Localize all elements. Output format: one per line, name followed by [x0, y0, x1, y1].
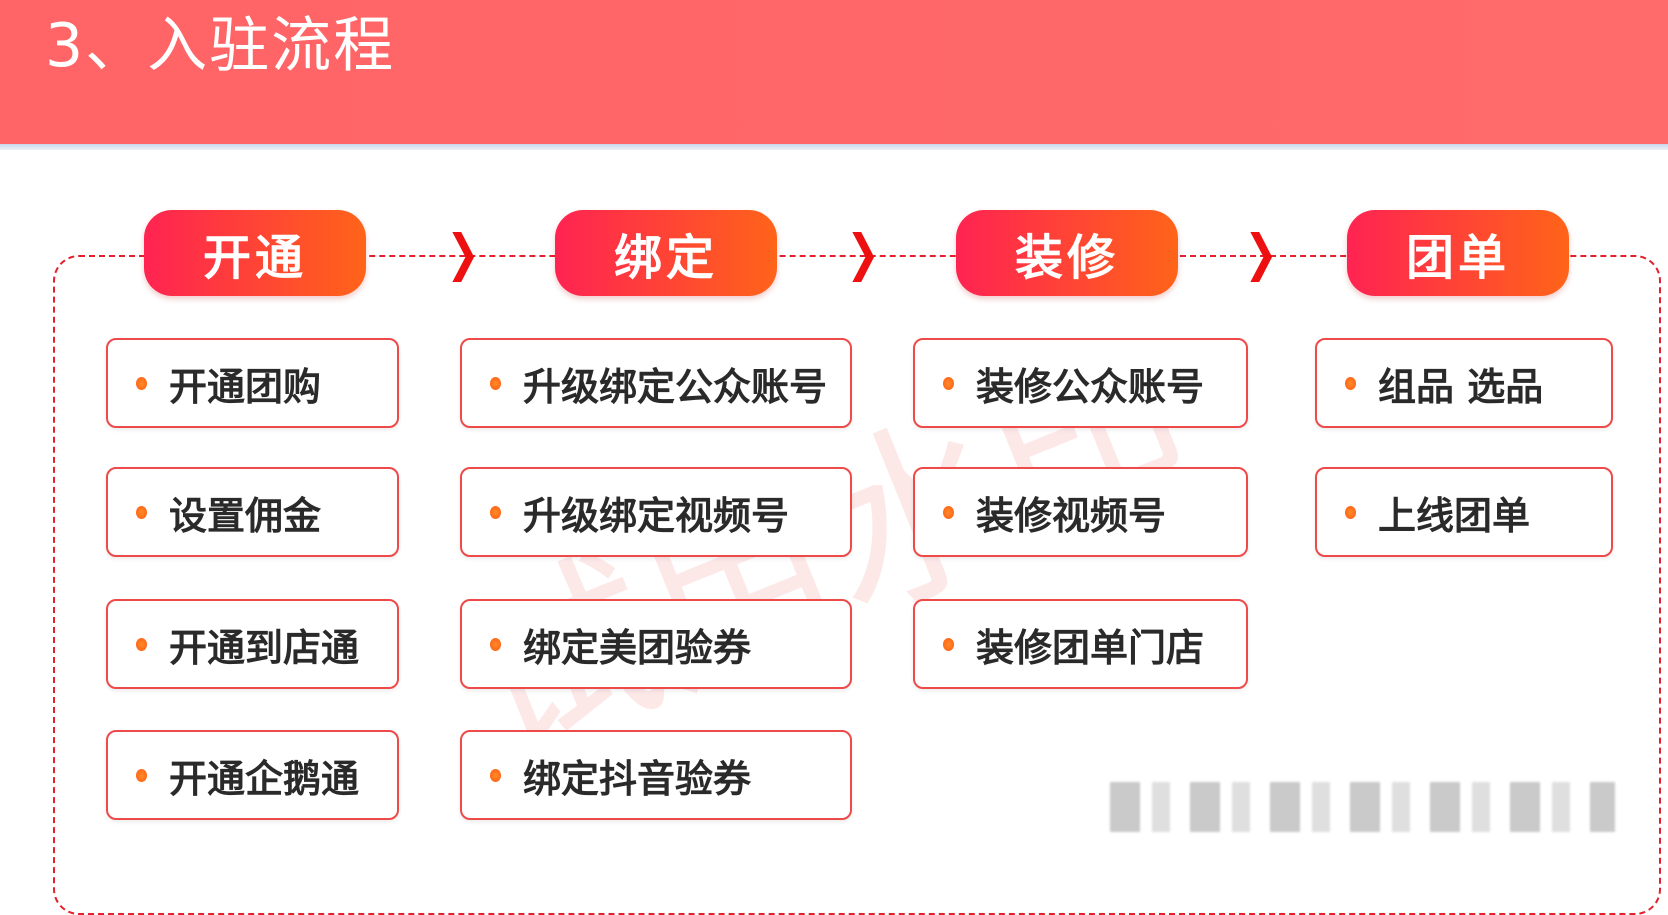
task-item: 组品 选品: [1315, 338, 1613, 428]
bullet-icon: [1345, 505, 1356, 519]
arrow-right-icon: ❯: [846, 224, 880, 282]
page-title: 3、入驻流程: [45, 11, 396, 81]
arrow-right-icon: ❯: [446, 224, 480, 282]
task-item: 设置佣金: [106, 467, 399, 557]
bullet-icon: [943, 376, 954, 390]
task-label: 绑定美团验券: [523, 625, 752, 670]
task-label: 开通到店通: [169, 625, 360, 670]
bullet-icon: [136, 637, 147, 651]
task-label: 绑定抖音验券: [523, 756, 752, 801]
bullet-icon: [136, 505, 147, 519]
task-label: 装修公众账号: [976, 364, 1205, 409]
header-divider: [0, 144, 1668, 150]
step-bind: 绑定: [555, 210, 777, 296]
task-item: 绑定抖音验券: [460, 730, 852, 820]
bullet-icon: [490, 637, 501, 651]
blurred-source-watermark: [1110, 782, 1615, 832]
header-banner: [0, 0, 1668, 144]
task-item: 开通团购: [106, 338, 399, 428]
task-label: 组品 选品: [1378, 364, 1544, 409]
bullet-icon: [943, 505, 954, 519]
arrow-right-icon: ❯: [1244, 224, 1278, 282]
task-item: 开通到店通: [106, 599, 399, 689]
task-item: 装修视频号: [913, 467, 1248, 557]
task-item: 升级绑定公众账号: [460, 338, 852, 428]
task-item: 绑定美团验券: [460, 599, 852, 689]
task-label: 上线团单: [1378, 493, 1531, 538]
bullet-icon: [136, 376, 147, 390]
task-label: 升级绑定公众账号: [523, 364, 828, 409]
bullet-icon: [943, 637, 954, 651]
task-item: 升级绑定视频号: [460, 467, 852, 557]
bullet-icon: [136, 768, 147, 782]
task-item: 开通企鹅通: [106, 730, 399, 820]
task-label: 装修团单门店: [976, 625, 1205, 670]
bullet-icon: [490, 376, 501, 390]
task-label: 装修视频号: [976, 493, 1167, 538]
step-open: 开通: [144, 210, 366, 296]
step-decorate: 装修: [956, 210, 1178, 296]
task-label: 开通企鹅通: [169, 756, 360, 801]
task-item: 上线团单: [1315, 467, 1613, 557]
task-label: 升级绑定视频号: [523, 493, 790, 538]
bullet-icon: [490, 768, 501, 782]
task-label: 开通团购: [169, 364, 322, 409]
step-group-deal: 团单: [1347, 210, 1569, 296]
bullet-icon: [1345, 376, 1356, 390]
task-item: 装修团单门店: [913, 599, 1248, 689]
task-item: 装修公众账号: [913, 338, 1248, 428]
bullet-icon: [490, 505, 501, 519]
task-label: 设置佣金: [169, 493, 322, 538]
